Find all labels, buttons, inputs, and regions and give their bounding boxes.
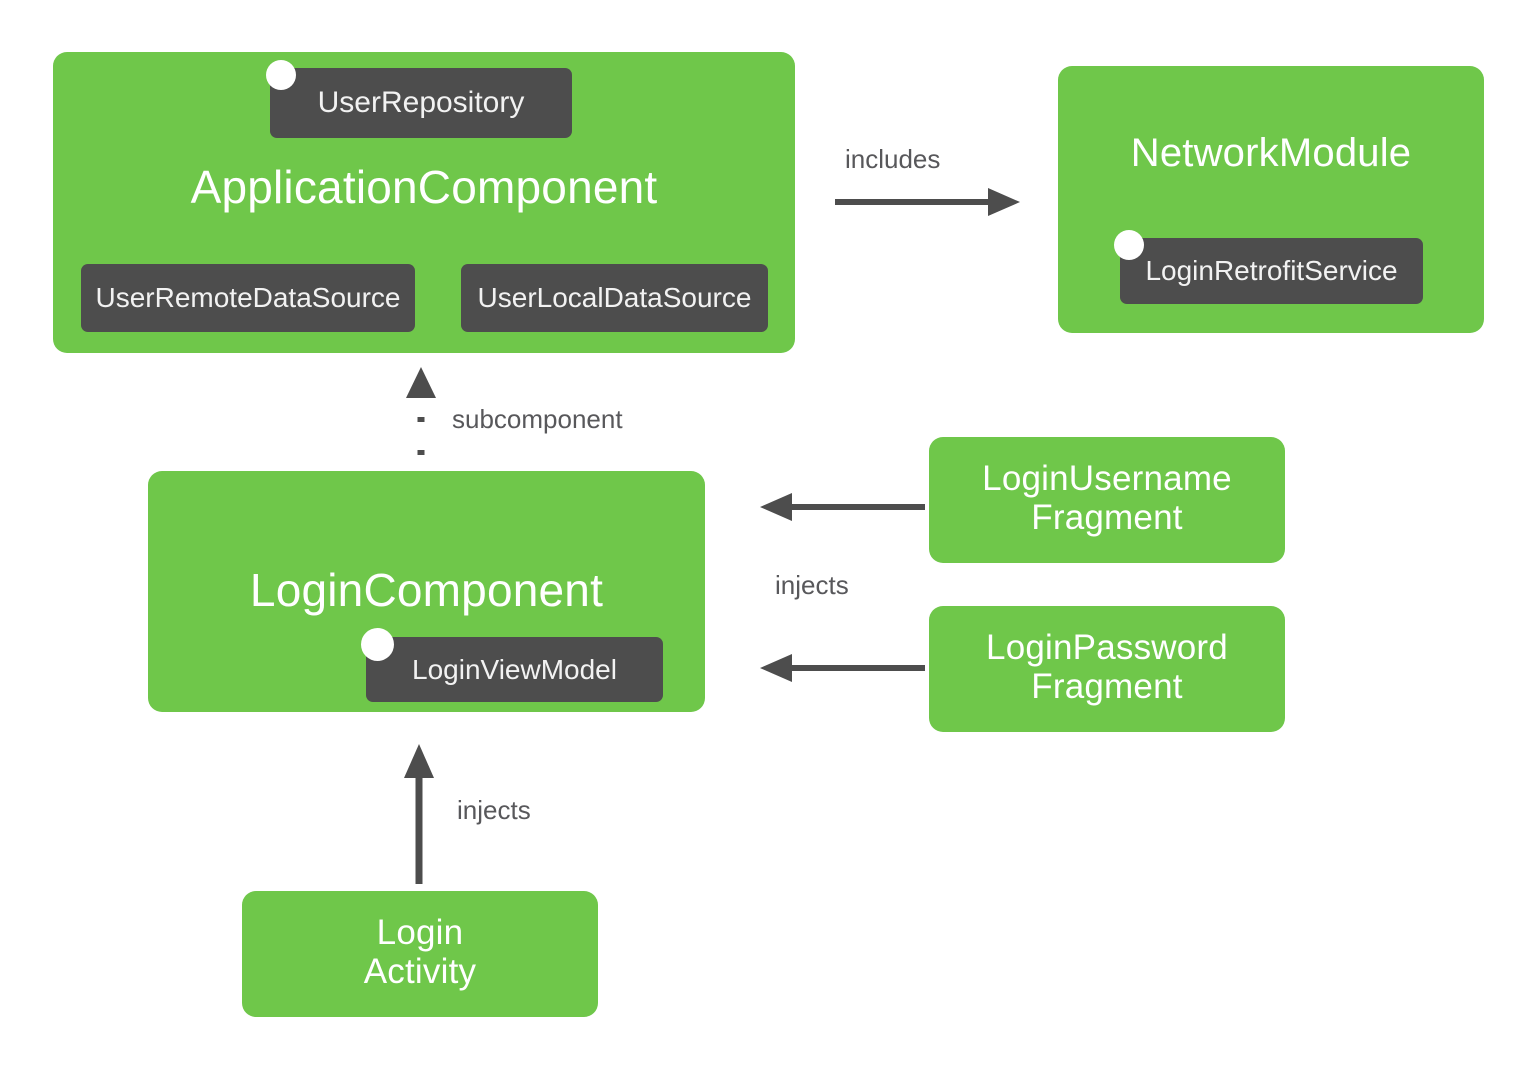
edge-label-includes: includes bbox=[845, 144, 941, 174]
chip-user-repository-label: UserRepository bbox=[317, 86, 525, 119]
edge-label-subcomponent: subcomponent bbox=[452, 404, 623, 434]
chip-user-repository[interactable]: UserRepository bbox=[270, 68, 572, 138]
chip-user-remote-data-source-label: UserRemoteDataSource bbox=[95, 282, 401, 313]
edge-injects-password bbox=[760, 654, 925, 682]
chip-user-local-data-source-label: UserLocalDataSource bbox=[477, 282, 752, 313]
binding-dot-login-view-model-icon bbox=[361, 628, 394, 661]
login-username-fragment-title: LoginUsername Fragment bbox=[982, 459, 1232, 538]
chip-login-view-model[interactable]: LoginViewModel bbox=[366, 637, 663, 702]
node-network-module[interactable]: NetworkModule LoginRetrofitService bbox=[1058, 66, 1484, 333]
node-login-username-fragment[interactable]: LoginUsername Fragment bbox=[929, 437, 1285, 563]
node-login-component[interactable]: LoginComponent LoginViewModel bbox=[148, 471, 705, 712]
edge-injects-username bbox=[760, 493, 925, 521]
login-component-title: LoginComponent bbox=[249, 564, 604, 616]
login-activity-title: Login Activity bbox=[363, 913, 477, 992]
edge-includes bbox=[835, 188, 1020, 216]
chip-login-retrofit-service-label: LoginRetrofitService bbox=[1145, 255, 1398, 286]
binding-dot-login-retrofit-service-icon bbox=[1114, 230, 1144, 260]
node-login-activity[interactable]: Login Activity bbox=[242, 891, 598, 1017]
chip-login-retrofit-service[interactable]: LoginRetrofitService bbox=[1120, 238, 1423, 304]
login-password-fragment-title: LoginPassword Fragment bbox=[986, 628, 1228, 707]
binding-dot-user-repository-icon bbox=[266, 60, 296, 90]
node-application-component[interactable]: ApplicationComponent UserRepository User… bbox=[53, 52, 795, 353]
network-module-title: NetworkModule bbox=[1130, 131, 1412, 175]
edge-label-injects-activity: injects bbox=[457, 795, 531, 825]
chip-login-view-model-label: LoginViewModel bbox=[412, 653, 617, 685]
node-login-password-fragment[interactable]: LoginPassword Fragment bbox=[929, 606, 1285, 732]
chip-user-local-data-source[interactable]: UserLocalDataSource bbox=[461, 264, 768, 332]
edge-label-injects-fragments: injects bbox=[775, 570, 849, 600]
chip-user-remote-data-source[interactable]: UserRemoteDataSource bbox=[81, 264, 415, 332]
edge-injects-activity bbox=[404, 744, 434, 884]
application-component-title: ApplicationComponent bbox=[190, 161, 658, 213]
edge-subcomponent bbox=[406, 367, 436, 455]
